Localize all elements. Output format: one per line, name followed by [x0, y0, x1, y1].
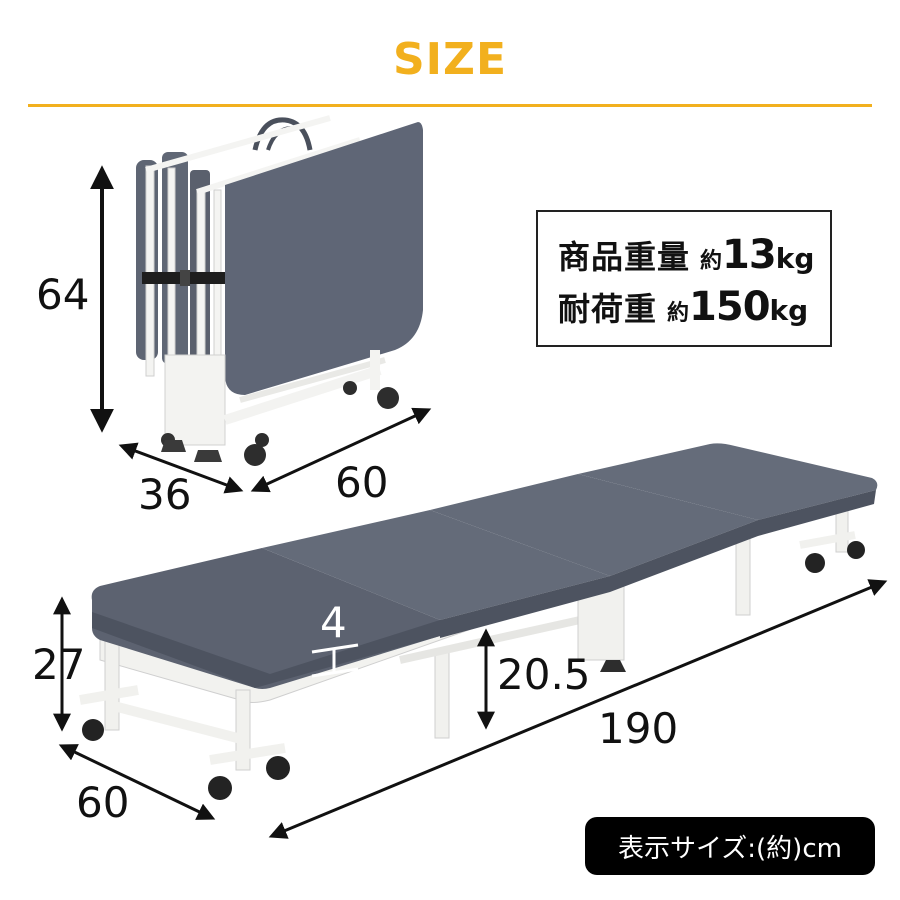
- load-capacity-unit: kg: [769, 294, 809, 327]
- mattress-thickness-label: 4: [320, 598, 347, 647]
- load-capacity-value: 150: [689, 284, 770, 330]
- title-divider: [28, 104, 872, 107]
- folded-width-label: 60: [335, 458, 389, 507]
- section-title: SIZE: [392, 34, 508, 85]
- unit-note-text: 表示サイズ:(約)cm: [618, 833, 842, 864]
- load-capacity-row: 耐荷重 約 150 kg: [558, 284, 808, 330]
- depth-arrow: [118, 442, 244, 494]
- product-weight-unit: kg: [775, 242, 815, 275]
- bed-width-arrow: [58, 744, 216, 820]
- approx-label: 約: [667, 301, 690, 326]
- folded-bed-image: [136, 115, 423, 466]
- bed-width-label: 60: [76, 778, 130, 827]
- load-capacity-label: 耐荷重: [558, 290, 658, 328]
- folded-height-label: 64: [36, 270, 90, 319]
- bed-height-label: 27: [32, 640, 86, 689]
- folded-depth-label: 36: [138, 470, 192, 519]
- approx-label: 約: [700, 249, 723, 274]
- clearance-label: 20.5: [497, 650, 591, 699]
- weight-info-box: 商品重量 約 13 kg 耐荷重 約 150 kg: [536, 210, 832, 347]
- product-weight-row: 商品重量 約 13 kg: [558, 232, 814, 278]
- product-weight-value: 13: [722, 232, 777, 278]
- width-arrow: [250, 407, 432, 493]
- product-weight-label: 商品重量: [558, 238, 691, 276]
- unfolded-bed-image: [79, 443, 878, 800]
- unit-note-badge: 表示サイズ:(約)cm: [585, 817, 875, 875]
- bed-length-label: 190: [598, 704, 679, 753]
- bed-length-arrow: [268, 579, 888, 839]
